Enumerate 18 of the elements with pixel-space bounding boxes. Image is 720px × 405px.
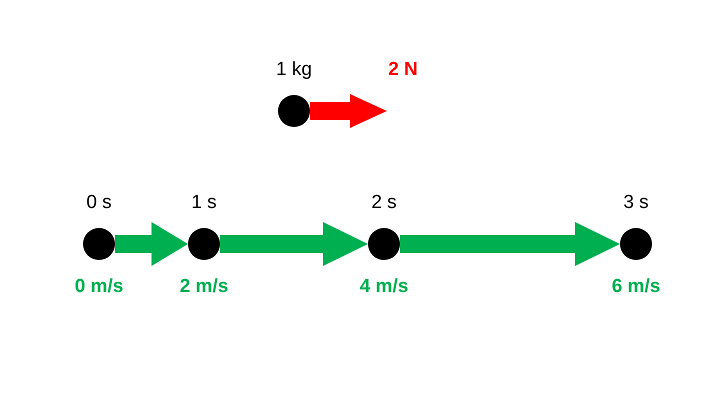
time-label: 1 s <box>191 192 217 214</box>
arrow <box>220 222 368 266</box>
velocity-label: 4 m/s <box>360 276 408 298</box>
ball <box>83 228 115 260</box>
ball <box>620 228 652 260</box>
arrow <box>400 222 620 266</box>
velocity-label: 6 m/s <box>612 276 660 298</box>
velocity-label: 0 m/s <box>74 276 124 298</box>
ball <box>188 228 220 260</box>
time-label: 2 s <box>371 192 397 214</box>
time-label: 0 s <box>86 192 112 214</box>
velocity-label: 2 m/s <box>180 276 228 298</box>
ball <box>368 228 400 260</box>
time-label: 3 s <box>623 192 649 214</box>
force-label: 2 N <box>388 59 418 81</box>
ball <box>278 95 310 127</box>
arrow <box>115 222 188 266</box>
mass-label: 1 kg <box>276 59 312 81</box>
